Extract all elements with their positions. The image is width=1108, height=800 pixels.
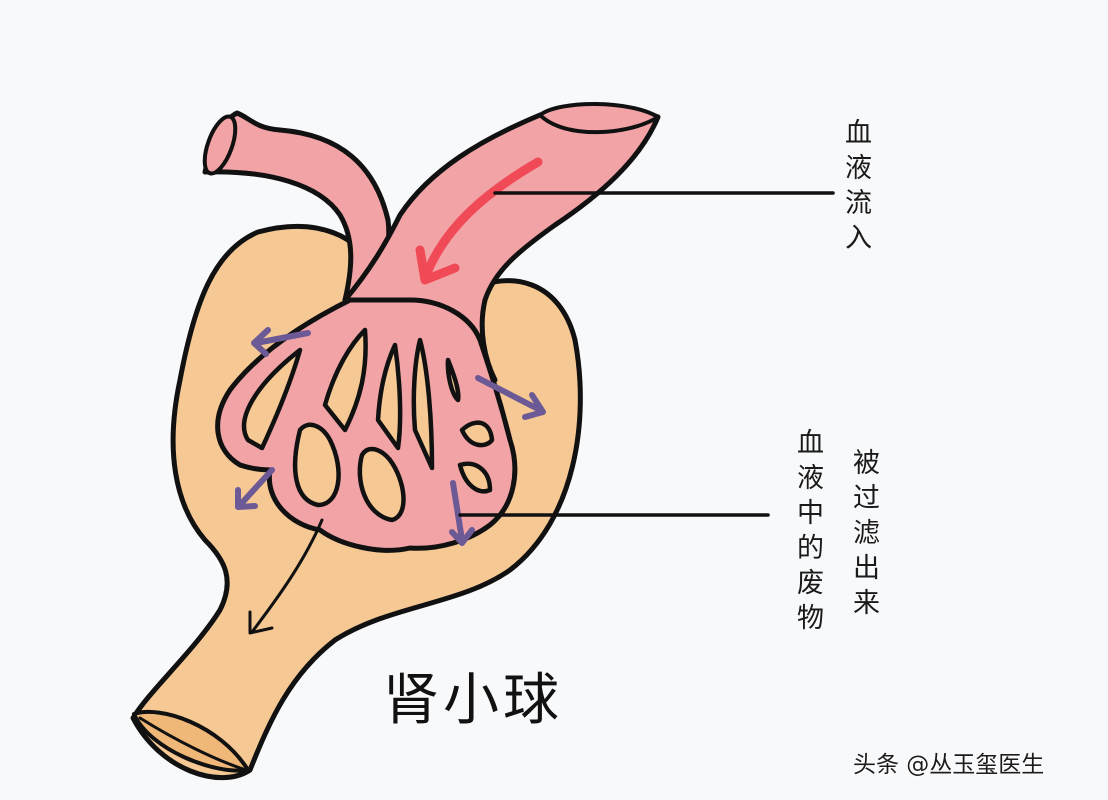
filtered-out-label: 被过滤出来: [848, 448, 879, 623]
inflow-arrow-icon: [415, 157, 543, 285]
capillary-loop-1: [241, 347, 303, 451]
capillary-loop-7: [445, 357, 461, 403]
tubule-opening: [132, 709, 250, 773]
capillary-loop-4: [357, 446, 406, 523]
efferent-arteriole: [202, 110, 392, 303]
capillary-loop-9: [457, 461, 493, 494]
capillary-loop-6: [411, 337, 435, 471]
efferent-opening: [202, 114, 238, 176]
filtration-arrow-icon: [475, 375, 546, 420]
tubule-opening-rim: [138, 716, 248, 772]
filtrate-arrow-icon: [248, 518, 324, 635]
capillary-loop-3: [322, 327, 368, 433]
capillary-loop-5: [375, 342, 403, 451]
afferent-opening: [538, 102, 660, 135]
filtration-arrow-icon: [449, 480, 475, 546]
blood-inflow-label: 血液流入: [840, 118, 871, 258]
watermark: 头条 @丛玉玺医生: [853, 752, 1045, 778]
filtration-arrow-icon: [251, 327, 311, 357]
capillary-loop-2: [292, 422, 341, 508]
filtration-arrow-icon: [235, 467, 275, 510]
capillary-loop-8: [459, 420, 495, 448]
blood-waste-label: 血液中的废物: [792, 428, 823, 638]
diagram-title: 肾小球: [383, 668, 563, 733]
